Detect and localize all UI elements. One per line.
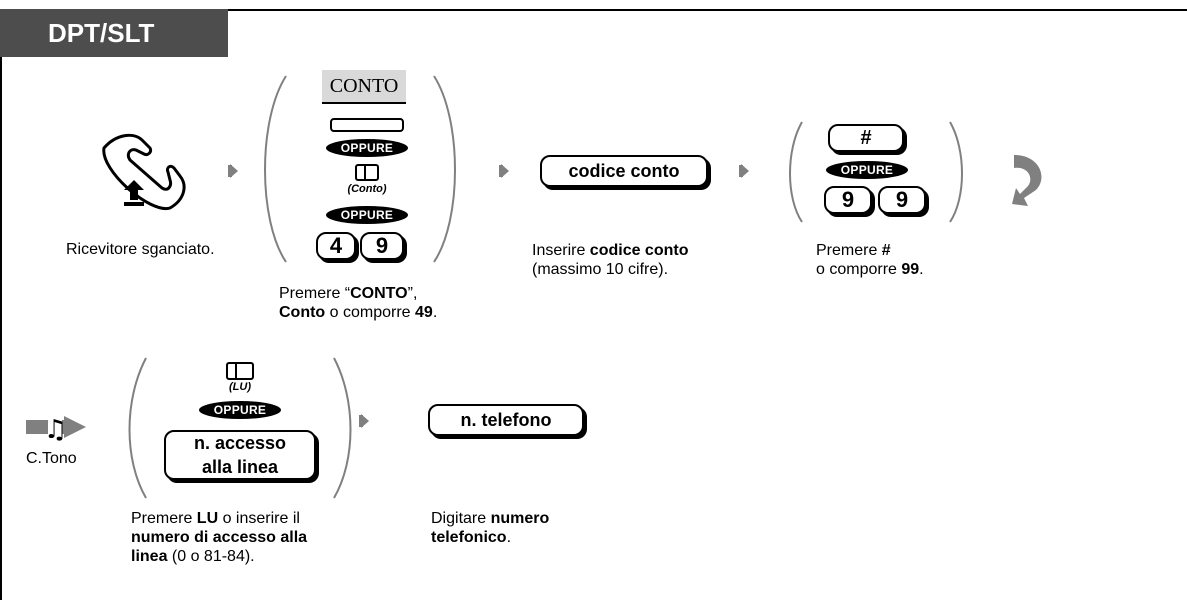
bracket-open <box>128 357 147 499</box>
step5-caption: Premere LU o inserire il numero di acces… <box>131 510 308 565</box>
step4-caption: Premere # o comporre 99. <box>816 242 924 278</box>
line-access-number-key[interactable]: n. accesso alla linea <box>164 430 316 480</box>
step1-caption: Ricevitore sganciato. <box>66 241 215 258</box>
bracket-close <box>433 75 456 263</box>
flex-key-label: (Conto) <box>347 183 387 195</box>
phone-number-key[interactable]: n. telefono <box>428 404 584 436</box>
bracket-open <box>264 75 287 263</box>
hash-key[interactable]: # <box>828 124 904 152</box>
or-label: OPPURE <box>199 401 281 419</box>
svg-text:♫: ♫ <box>44 415 67 445</box>
arrow-stem <box>228 165 232 177</box>
or-label: OPPURE <box>326 139 408 157</box>
or-label: OPPURE <box>326 206 408 224</box>
bracket-open <box>789 121 803 223</box>
continue-arrow-icon <box>1012 155 1042 206</box>
bracket-close <box>949 121 963 223</box>
step2-caption: Premere “CONTO”, Conto o comporre 49. <box>279 285 438 321</box>
dial-key-4[interactable]: 4 <box>316 232 356 260</box>
tone-arrow-icon: ♫ <box>26 415 86 445</box>
dial-key-9[interactable]: 9 <box>360 232 404 260</box>
conto-display-label: CONTO <box>322 70 406 104</box>
section-tab: DPT/SLT <box>0 9 228 57</box>
step3-caption: Inserire codice conto (massimo 10 cifre)… <box>532 242 689 278</box>
diagram-frame <box>0 9 1187 600</box>
lu-key-label: (LU) <box>229 381 251 393</box>
flex-key-icon[interactable] <box>355 164 379 181</box>
dial-key-9[interactable]: 9 <box>878 186 926 214</box>
dial-key-9[interactable]: 9 <box>824 186 872 214</box>
bracket-close <box>333 357 352 499</box>
handset-off-hook-icon <box>102 133 186 210</box>
lu-key-icon[interactable] <box>226 362 254 380</box>
or-label: OPPURE <box>826 161 908 179</box>
tone-caption: C.Tono <box>26 450 77 467</box>
account-code-key[interactable]: codice conto <box>540 155 708 187</box>
step6-caption: Digitare numero telefonico. <box>431 510 550 546</box>
flexible-button[interactable] <box>330 118 404 132</box>
